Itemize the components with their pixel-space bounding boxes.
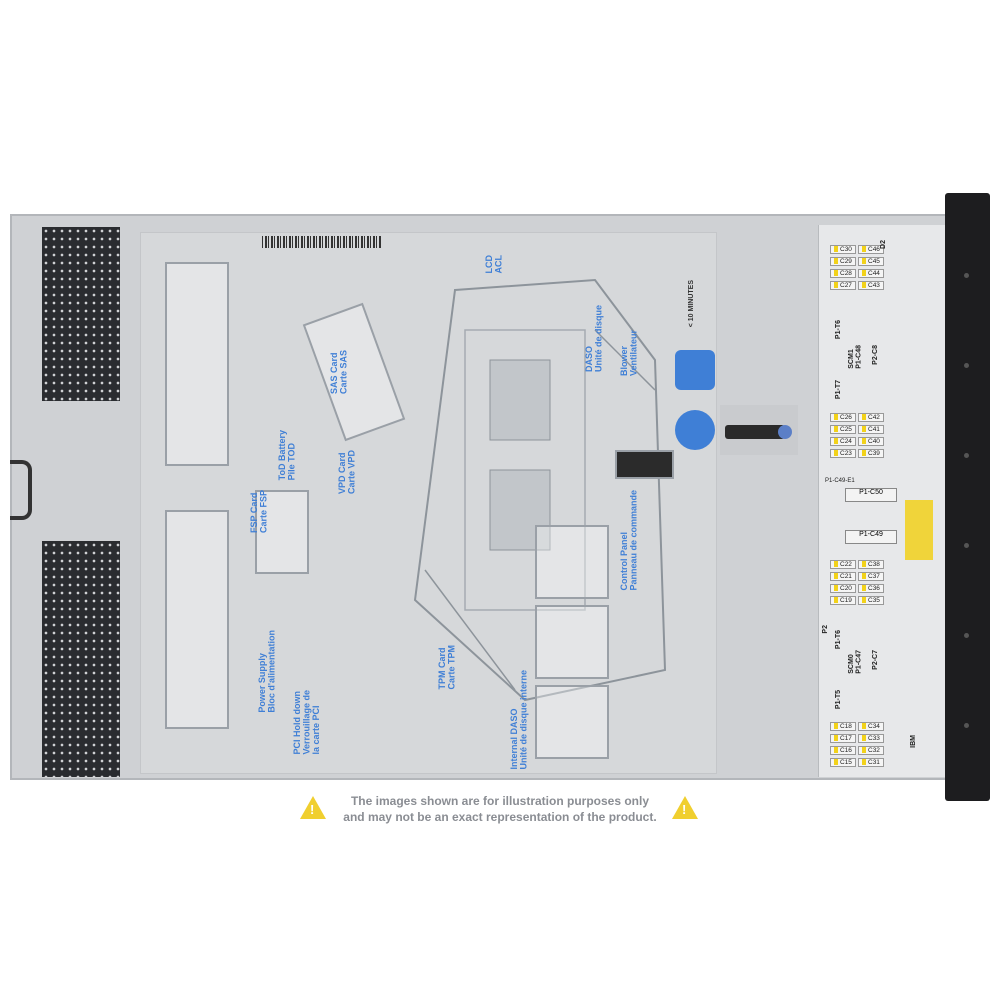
label-p1-c50: P1-C50 <box>845 488 897 502</box>
hot-surface-icon <box>675 350 715 390</box>
dimm-slot: C44 <box>858 269 884 278</box>
bracket-tab[interactable] <box>778 425 792 439</box>
bezel-screw <box>964 723 969 728</box>
label-lcd: LCD ACL <box>484 255 504 274</box>
dimm-slot: C42 <box>858 413 884 422</box>
dimm-slot: C32 <box>858 746 884 755</box>
label-daso: DASO Unité de disque <box>584 305 604 373</box>
warning-icon: ! <box>672 796 698 819</box>
drive-step-2 <box>535 605 609 679</box>
bezel-screw <box>964 363 969 368</box>
label-power-supply: Power Supply Bloc d'alimentation <box>257 630 277 713</box>
label-tod-battery: ToD Battery Pile TOD <box>277 430 297 481</box>
dimm-slot: C16 <box>830 746 856 755</box>
dimm-slot: C41 <box>858 425 884 434</box>
label-ibm: IBM <box>910 735 917 748</box>
dimm-slot: C38 <box>858 560 884 569</box>
dimm-slot: C20 <box>830 584 856 593</box>
label-p2-c7: P2-C7 <box>872 650 879 670</box>
label-d2: D2 <box>880 240 887 249</box>
label-pci-hold-down: PCI Hold down Verrouillage de la carte P… <box>292 690 321 755</box>
drive-step-1 <box>535 525 609 599</box>
dimm-slot: C30 <box>830 245 856 254</box>
psu-slot-block-lower <box>165 510 229 729</box>
dimm-slot: C17 <box>830 734 856 743</box>
label-p1-c49: P1-C49 <box>845 530 897 544</box>
disclaimer-line-1: The images shown are for illustration pu… <box>350 794 650 808</box>
dimm-slot: C15 <box>830 758 856 767</box>
label-scm1: SCM1 P1-C48 <box>848 345 863 369</box>
dimm-slot: C43 <box>858 281 884 290</box>
dimm-slot: C33 <box>858 734 884 743</box>
label-minutes: < 10 MINUTES <box>688 280 695 328</box>
front-bezel <box>945 193 990 801</box>
dimm-slot: C35 <box>858 596 884 605</box>
bezel-screw <box>964 453 969 458</box>
dimm-slot: C26 <box>830 413 856 422</box>
dimm-slot: C37 <box>858 572 884 581</box>
cable-bracket <box>720 405 798 455</box>
label-p2-c8: P2-C8 <box>872 345 879 365</box>
dimm-slot: C39 <box>858 449 884 458</box>
label-control-panel: Control Panel Panneau de commande <box>619 490 639 591</box>
rear-vent-upper <box>42 227 120 401</box>
fsp-card-drawing <box>255 490 309 574</box>
psu-slot-block-upper <box>165 262 229 466</box>
label-internal-daso: Internal DASO Unité de disque interne <box>509 670 529 770</box>
dimm-slot: C27 <box>830 281 856 290</box>
dimm-slot: C29 <box>830 257 856 266</box>
dimm-slot: C45 <box>858 257 884 266</box>
rear-handle <box>10 460 32 520</box>
bezel-screw <box>964 633 969 638</box>
system-board-drawing <box>413 278 667 702</box>
warning-sticker <box>905 500 933 560</box>
warning-icon: ! <box>300 796 326 819</box>
label-fsp-card: FSP Card Carte FSP <box>249 490 269 534</box>
label-p1-t7: P1-T7 <box>835 380 842 400</box>
control-panel-graphic <box>615 450 674 479</box>
label-p1-t5: P1-T5 <box>835 690 842 710</box>
label-scm0: SCM0 P1-C47 <box>848 650 863 674</box>
label-sas-card: SAS Card Carte SAS <box>329 350 349 395</box>
bezel-screw <box>964 543 969 548</box>
dimm-slot: C34 <box>858 722 884 731</box>
bezel-screw <box>964 273 969 278</box>
label-tpm-card: TPM Card Carte TPM <box>437 645 457 690</box>
drive-step-3 <box>535 685 609 759</box>
rear-vent-lower <box>42 541 120 777</box>
label-p1-t6: P1-T6 <box>835 320 842 340</box>
disclaimer-line-2: and may not be an exact representation o… <box>343 810 657 824</box>
label-vpd-card: VPD Card Carte VPD <box>337 450 357 495</box>
bracket-bar <box>725 425 785 439</box>
wrist-strap-icon <box>675 410 715 450</box>
dimm-slot: C28 <box>830 269 856 278</box>
label-p1-t6-lower: P1-T6 <box>835 630 842 650</box>
dimm-slot: C36 <box>858 584 884 593</box>
dimm-slot: C18 <box>830 722 856 731</box>
label-blower: Blower Ventilateur <box>619 330 639 377</box>
dimm-slot: C23 <box>830 449 856 458</box>
dimm-slot: C40 <box>858 437 884 446</box>
dimm-slot: C31 <box>858 758 884 767</box>
barcode <box>262 236 382 248</box>
dimm-slot: C19 <box>830 596 856 605</box>
dimm-slot: C46 <box>858 245 884 254</box>
label-p2: P2 <box>822 625 829 634</box>
dimm-slot: C25 <box>830 425 856 434</box>
dimm-slot: C22 <box>830 560 856 569</box>
dimm-slot: C21 <box>830 572 856 581</box>
label-p1-c49-e1: P1-C49-E1 <box>825 478 855 484</box>
dimm-slot: C24 <box>830 437 856 446</box>
